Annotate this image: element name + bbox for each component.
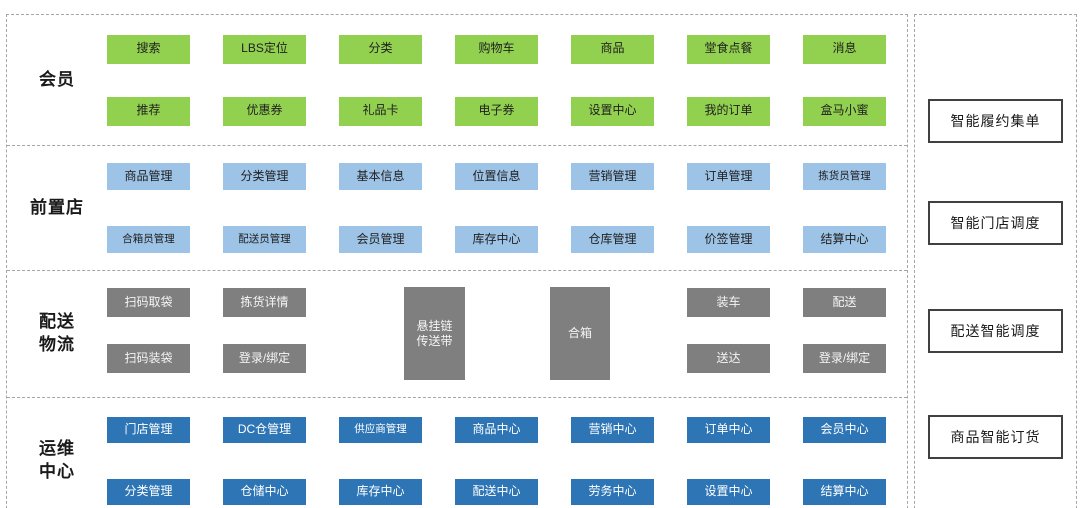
module-box: 推荐 — [107, 96, 190, 126]
row-label-operations: 运维 中心 — [7, 398, 107, 508]
module-box: 配送员管理 — [223, 226, 306, 253]
module-box: 电子券 — [455, 96, 538, 126]
module-box: 消息 — [803, 34, 886, 64]
module-box: 仓储中心 — [223, 478, 306, 505]
module-box: 配送中心 — [455, 478, 538, 505]
side-panel: 智能履约集单 智能门店调度 配送智能调度 商品智能订货 — [914, 14, 1077, 508]
module-box: DC仓管理 — [223, 416, 306, 443]
module-box: 订单中心 — [687, 416, 770, 443]
module-box: 基本信息 — [339, 163, 422, 190]
row-operations-grid: 门店管理 DC仓管理 供应商管理 商品中心 营销中心 订单中心 会员中心 分类管… — [107, 398, 907, 508]
module-box-label: 登录/绑定 — [818, 351, 871, 366]
row-operations: 运维 中心 门店管理 DC仓管理 供应商管理 商品中心 营销中心 订单中心 会员… — [7, 398, 907, 508]
module-box: 送达 — [687, 344, 770, 373]
module-box: 优惠券 — [223, 96, 306, 126]
module-box: 库存中心 — [339, 478, 422, 505]
module-box: 扫码装袋 — [107, 344, 190, 373]
module-box: 商品 — [571, 34, 654, 64]
row-label-member: 会员 — [7, 15, 107, 145]
row-label-line: 运维 — [39, 438, 75, 458]
module-box: 营销管理 — [571, 163, 654, 190]
module-box: 装车 — [687, 288, 770, 317]
module-box: 订单管理 — [687, 163, 770, 190]
module-box: 悬挂链传送带 — [404, 287, 465, 380]
module-box: 购物车 — [455, 34, 538, 64]
module-box: 会员中心 — [803, 416, 886, 443]
module-box: 商品管理 — [107, 163, 190, 190]
module-box: 供应商管理 — [339, 416, 422, 443]
module-box: 登录/绑定 — [803, 344, 886, 373]
module-box: 配送 — [803, 288, 886, 317]
module-box: 拣货员管理 — [803, 163, 886, 190]
module-box: 位置信息 — [455, 163, 538, 190]
module-box: 设置中心 — [687, 478, 770, 505]
main-panel: 会员 搜索 LBS定位 分类 购物车 商品 堂食点餐 消息 推荐 优惠券 礼品卡… — [6, 14, 908, 508]
row-label-line: 前置店 — [30, 197, 84, 217]
row-label-line: 中心 — [39, 461, 75, 481]
row-label-front-store: 前置店 — [7, 146, 107, 270]
module-box: 搜索 — [107, 34, 190, 64]
row-label-line: 物流 — [39, 335, 75, 354]
module-box: 价签管理 — [687, 226, 770, 253]
module-box: 门店管理 — [107, 416, 190, 443]
module-box: 分类 — [339, 34, 422, 64]
row-label-line: 配送 — [39, 312, 75, 332]
module-box: 扫码取袋 — [107, 288, 190, 317]
module-box: 登录/绑定 — [223, 344, 306, 373]
row-front-store-grid: 商品管理 分类管理 基本信息 位置信息 营销管理 订单管理 拣货员管理 合箱员管… — [107, 146, 907, 270]
module-box: 商品中心 — [455, 416, 538, 443]
module-box: 仓库管理 — [571, 226, 654, 253]
module-box: 拣货详情 — [223, 288, 306, 317]
row-front-store: 前置店 商品管理 分类管理 基本信息 位置信息 营销管理 订单管理 拣货员管理 … — [7, 146, 907, 271]
row-logistics-stage: 扫码取袋 拣货详情 扫码装袋 登录/绑定 悬挂链传送带 合箱 装车 配送 送达 … — [107, 271, 907, 397]
side-label-smart-ordering: 商品智能订货 — [928, 415, 1063, 459]
module-box-label: 悬挂链传送带 — [416, 319, 453, 348]
side-label-smart-fulfillment: 智能履约集单 — [928, 99, 1063, 143]
module-box: 库存中心 — [455, 226, 538, 253]
module-box: 盒马小蜜 — [803, 96, 886, 126]
module-box: 合箱员管理 — [107, 226, 190, 253]
row-label-line: 会员 — [39, 69, 75, 89]
row-member: 会员 搜索 LBS定位 分类 购物车 商品 堂食点餐 消息 推荐 优惠券 礼品卡… — [7, 15, 907, 146]
row-logistics: 配送 物流 扫码取袋 拣货详情 扫码装袋 登录/绑定 悬挂链传送带 合箱 装车 … — [7, 271, 907, 398]
module-box: 礼品卡 — [339, 96, 422, 126]
module-box: 结算中心 — [803, 226, 886, 253]
side-label-smart-store-dispatch: 智能门店调度 — [928, 201, 1063, 245]
side-label-smart-delivery-dispatch: 配送智能调度 — [928, 309, 1063, 353]
module-box-label: 登录/绑定 — [238, 351, 291, 366]
module-box: 堂食点餐 — [687, 34, 770, 64]
row-label-logistics: 配送 物流 — [7, 271, 107, 397]
module-box: 分类管理 — [223, 163, 306, 190]
module-box: 营销中心 — [571, 416, 654, 443]
module-box: 合箱 — [550, 287, 610, 380]
module-box: 结算中心 — [803, 478, 886, 505]
module-box: 会员管理 — [339, 226, 422, 253]
module-box: 分类管理 — [107, 478, 190, 505]
module-box: 劳务中心 — [571, 478, 654, 505]
module-box: 我的订单 — [687, 96, 770, 126]
module-box: LBS定位 — [223, 34, 306, 64]
row-member-grid: 搜索 LBS定位 分类 购物车 商品 堂食点餐 消息 推荐 优惠券 礼品卡 电子… — [107, 15, 907, 145]
module-box: 设置中心 — [571, 96, 654, 126]
